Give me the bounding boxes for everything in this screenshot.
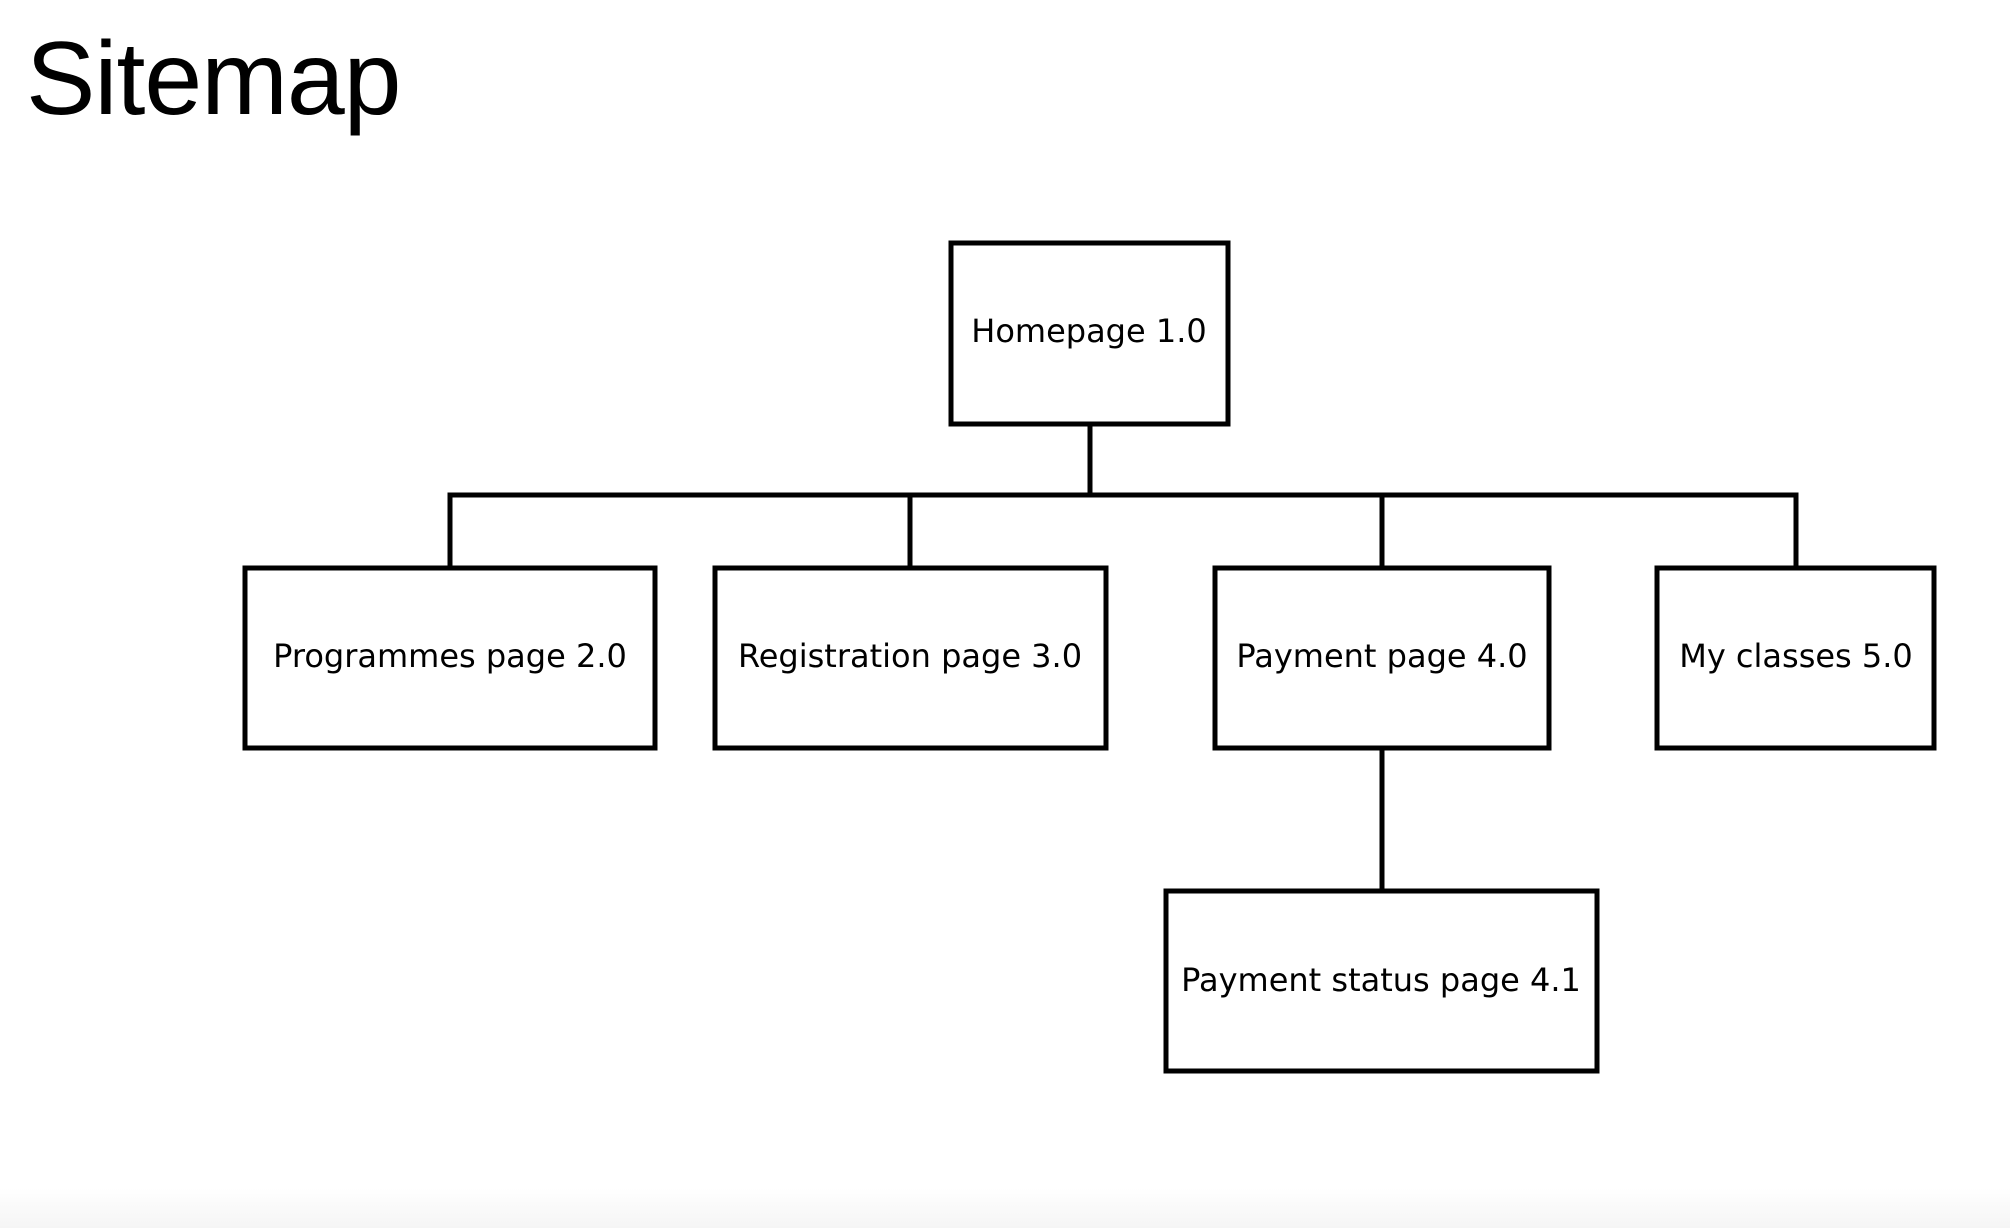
node-label: My classes 5.0: [1679, 637, 1913, 675]
node-programmes: Programmes page 2.0: [242, 565, 658, 751]
node-payment: Payment page 4.0: [1212, 565, 1552, 751]
node-label: Registration page 3.0: [738, 637, 1082, 675]
node-homepage: Homepage 1.0: [948, 240, 1231, 427]
node-label: Payment page 4.0: [1236, 637, 1527, 675]
node-label: Homepage 1.0: [971, 312, 1206, 350]
node-label: Programmes page 2.0: [273, 637, 627, 675]
bottom-shade: [0, 1188, 2010, 1228]
node-payment-status: Payment status page 4.1: [1163, 888, 1600, 1074]
connectors: [447, 422, 1799, 892]
node-my-classes: My classes 5.0: [1654, 565, 1937, 751]
node-label: Payment status page 4.1: [1181, 961, 1581, 999]
node-registration: Registration page 3.0: [712, 565, 1109, 751]
page-title: Sitemap: [26, 21, 402, 137]
